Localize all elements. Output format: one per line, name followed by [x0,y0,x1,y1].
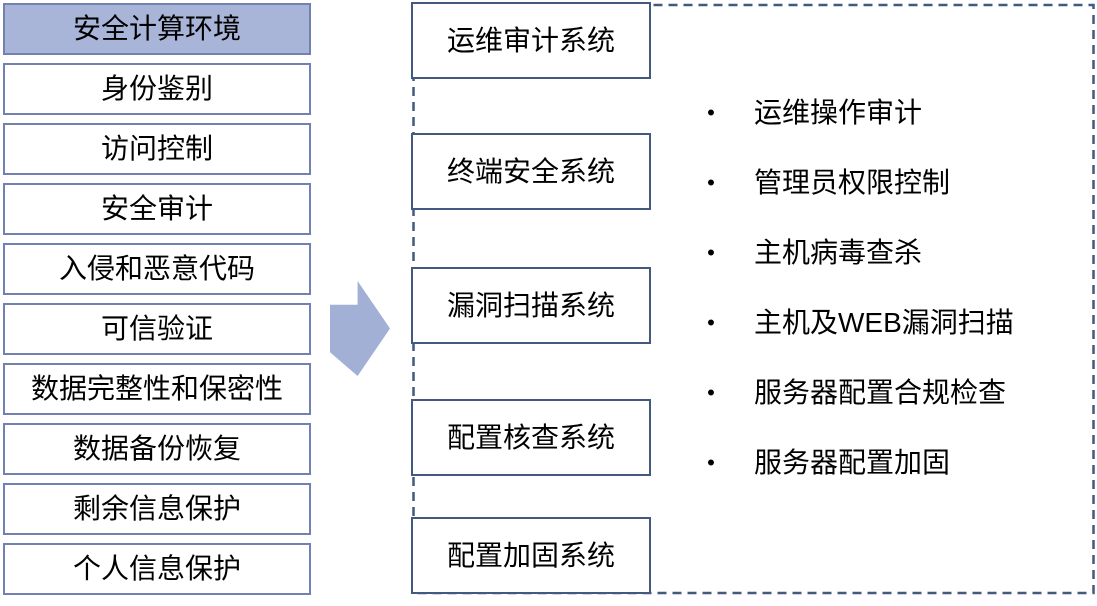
left-panel-item: 身份鉴别 [3,63,311,115]
bullet-icon: • [707,100,715,125]
capability-item: • 主机及WEB漏洞扫描 [700,288,1090,358]
bullet-icon: • [707,240,715,265]
left-panel-item: 数据备份恢复 [3,423,311,475]
system-boxes: 运维审计系统终端安全系统漏洞扫描系统配置核查系统配置加固系统 [411,0,651,606]
left-panel-item: 安全审计 [3,183,311,235]
capability-label: 运维操作审计 [754,97,923,128]
system-box: 配置核查系统 [411,399,651,476]
left-panel-item: 入侵和恶意代码 [3,243,311,295]
system-box: 配置加固系统 [411,517,651,594]
capability-list: • 运维操作审计 • 管理员权限控制 • 主机病毒查杀 • 主机及WEB漏洞扫描… [700,78,1090,498]
bullet-icon: • [707,450,715,475]
bullet-icon: • [707,310,715,335]
left-panel-header: 安全计算环境 [3,3,311,55]
left-panel-item: 访问控制 [3,123,311,175]
capability-item: • 服务器配置合规检查 [700,358,1090,428]
system-box: 运维审计系统 [411,2,651,79]
system-box: 终端安全系统 [411,133,651,210]
capability-label: 管理员权限控制 [754,167,951,198]
capability-label: 主机病毒查杀 [754,237,923,268]
capability-label: 主机及WEB漏洞扫描 [754,307,1014,338]
capability-item: • 服务器配置加固 [700,428,1090,498]
capability-item: • 管理员权限控制 [700,148,1090,218]
bullet-icon: • [707,170,715,195]
bullet-icon: • [707,380,715,405]
capability-item: • 运维操作审计 [700,78,1090,148]
left-panel-item: 剩余信息保护 [3,483,311,535]
left-panel-item: 数据完整性和保密性 [3,363,311,415]
left-panel-item: 可信验证 [3,303,311,355]
capability-label: 服务器配置加固 [754,447,951,478]
capability-label: 服务器配置合规检查 [754,377,1007,408]
right-block-arrow-icon [330,281,390,376]
left-panel-item: 个人信息保护 [3,543,311,595]
system-box: 漏洞扫描系统 [411,267,651,344]
left-panel: 安全计算环境 身份鉴别访问控制安全审计入侵和恶意代码可信验证数据完整性和保密性数… [3,3,311,595]
capability-item: • 主机病毒查杀 [700,218,1090,288]
